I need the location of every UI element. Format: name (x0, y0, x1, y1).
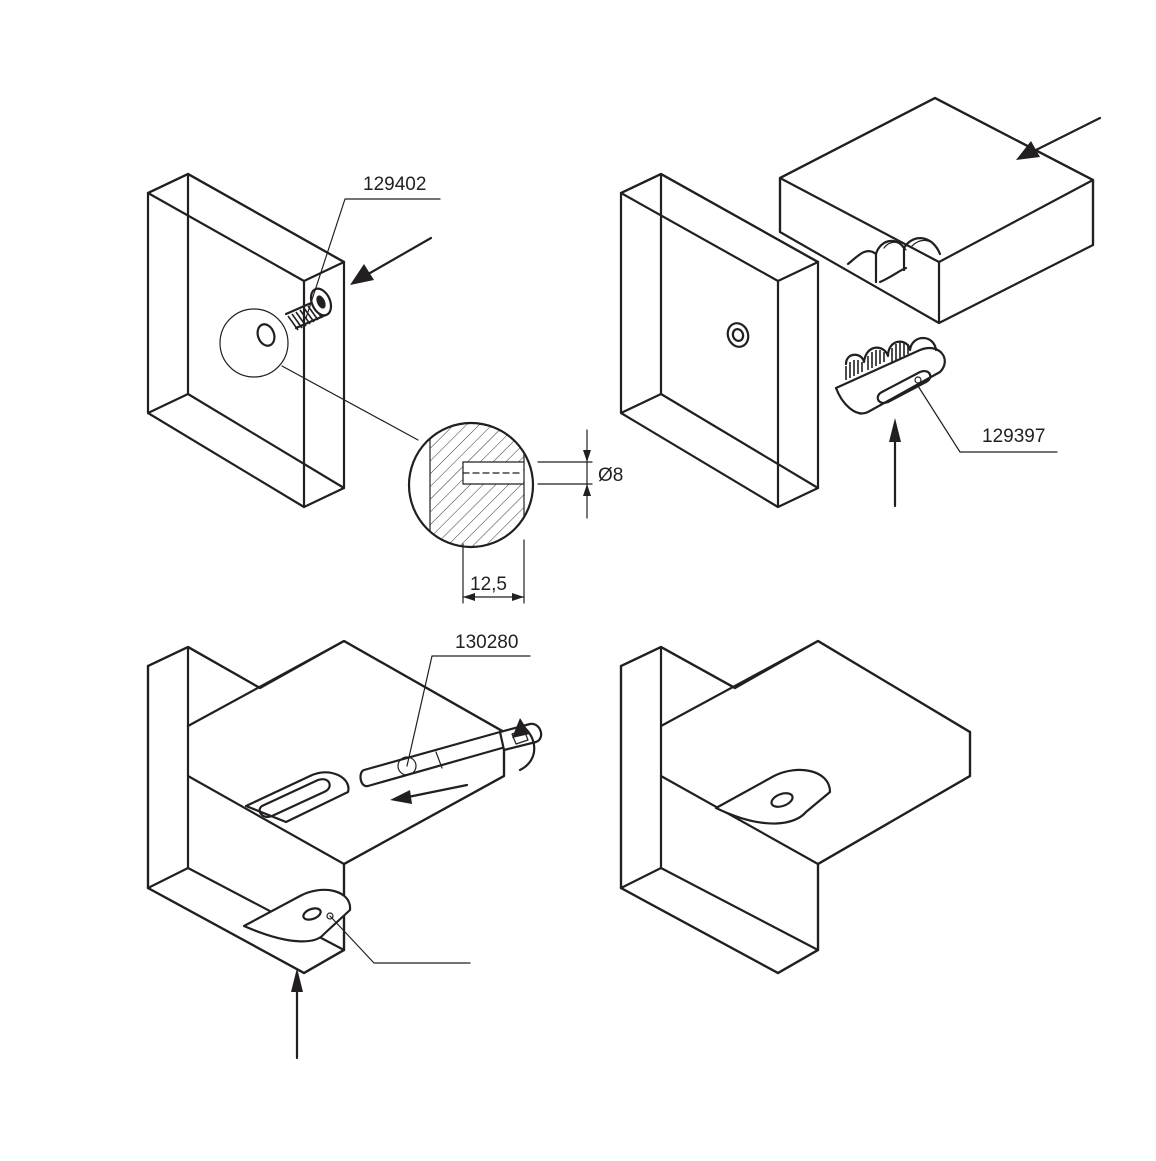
callout-connector: 129397 (917, 385, 1058, 453)
installed-insert (726, 322, 750, 348)
hole-depth-label: 12,5 (470, 574, 507, 595)
threaded-insert (284, 287, 333, 331)
panel-vertical-2 (619, 172, 820, 509)
step-4-final-assembly (619, 639, 972, 975)
panel-vertical (146, 172, 346, 509)
arrow-bottom-direction (291, 968, 303, 1060)
arrow-tool-direction (390, 783, 469, 804)
arrow-shelf-direction (1016, 116, 1102, 160)
connector-lever-bottom (242, 888, 352, 943)
shelf-groove (846, 237, 942, 284)
hex-key-tool (359, 718, 543, 788)
detail-callout-circle (219, 308, 289, 378)
detail-leader (281, 365, 419, 441)
hole-section-detail (407, 421, 535, 549)
arrow-insert-direction (350, 236, 433, 285)
callout-insert: 129402 (305, 174, 441, 319)
connector-final (714, 768, 832, 825)
cabinet-connector (834, 336, 946, 415)
arrow-connector-direction (889, 418, 901, 508)
callout-bottom-lever (329, 915, 471, 964)
connector-installed (244, 771, 350, 824)
step-3-tightening: 130280 (146, 632, 543, 1060)
tool-part-number: 130280 (455, 632, 518, 653)
depth-dimension: 12,5 (462, 539, 525, 604)
step-2-connector-fitting: 129397 (619, 96, 1102, 509)
insert-part-number: 129402 (363, 174, 426, 195)
drilled-hole (256, 323, 276, 347)
callout-tool: 130280 (406, 632, 531, 767)
hole-diameter-label: Ø8 (598, 465, 623, 486)
connector-part-number: 129397 (982, 426, 1045, 447)
shelf-board (778, 96, 1095, 325)
diameter-dimension: Ø8 (537, 429, 623, 519)
step-1-insert-installation: 129402 (146, 172, 623, 604)
